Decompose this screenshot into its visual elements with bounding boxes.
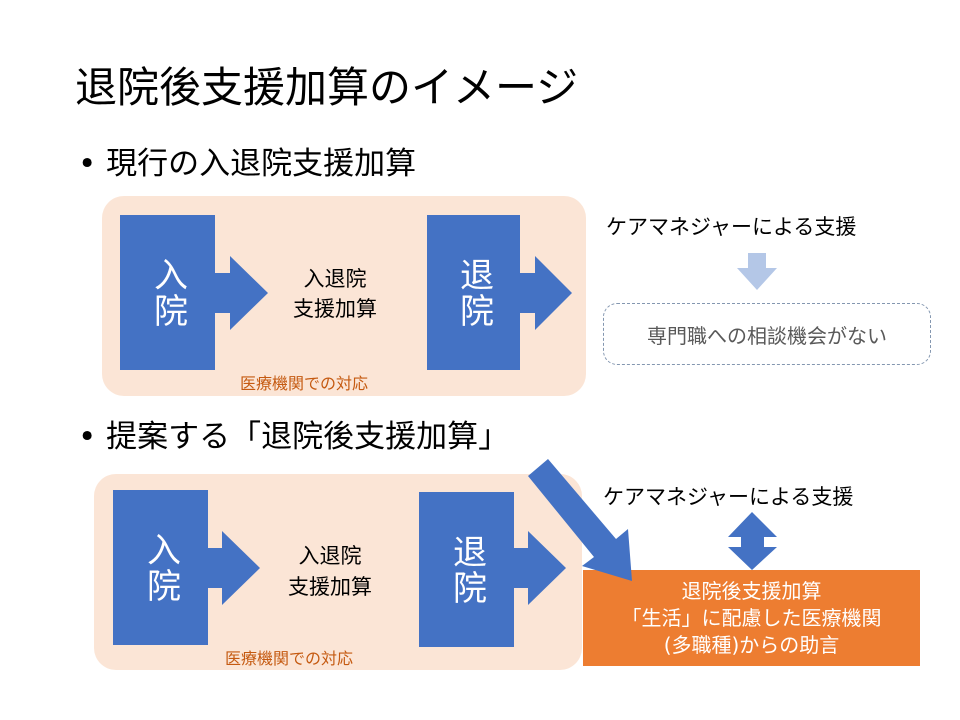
proposed-arrow-after-discharge-icon <box>514 531 566 605</box>
double-headed-arrow-icon <box>728 512 777 570</box>
current-discharge-box: 退院 <box>427 215 520 370</box>
post-discharge-box-line2: 「生活」に配慮した医療機関 <box>621 605 882 630</box>
current-arrow-after-discharge-icon <box>520 256 572 330</box>
proposed-section-heading: • 提案する「退院後支援加算」 <box>78 419 510 455</box>
post-discharge-box-line1: 退院後支援加算 <box>681 578 822 603</box>
no-consultation-box: 専門職への相談機会がない <box>603 303 931 365</box>
post-discharge-box-line3: (多職種)からの助言 <box>663 632 840 657</box>
current-arrow-after-admission-icon <box>215 256 268 330</box>
proposed-center-label-line2: 支援加算 <box>288 575 372 599</box>
slide-title: 退院後支援加算のイメージ <box>75 63 579 112</box>
current-admission-box: 入院 <box>120 215 215 370</box>
current-center-label-line2: 支援加算 <box>293 297 377 321</box>
proposed-care-manager-label: ケアマネジャーによる支援 <box>603 485 854 509</box>
current-care-manager-label: ケアマネジャーによる支援 <box>606 215 857 239</box>
current-section-heading: • 現行の入退院支援加算 <box>78 146 417 182</box>
post-discharge-support-box: 退院後支援加算 「生活」に配慮した医療機関 (多職種)からの助言 <box>583 570 920 666</box>
current-org-label: 医療機関での対応 <box>240 374 369 393</box>
current-center-label-line1: 入退院 <box>303 267 367 291</box>
diagonal-arrow-icon <box>528 459 632 581</box>
down-arrow-icon <box>737 253 777 290</box>
proposed-admission-box: 入院 <box>113 490 208 645</box>
proposed-arrow-after-admission-icon <box>208 531 260 605</box>
proposed-center-label-line1: 入退院 <box>298 544 362 568</box>
no-consultation-text: 専門職への相談機会がない <box>647 323 887 348</box>
proposed-org-label: 医療機関での対応 <box>225 649 354 668</box>
proposed-discharge-box: 退院 <box>419 492 514 647</box>
